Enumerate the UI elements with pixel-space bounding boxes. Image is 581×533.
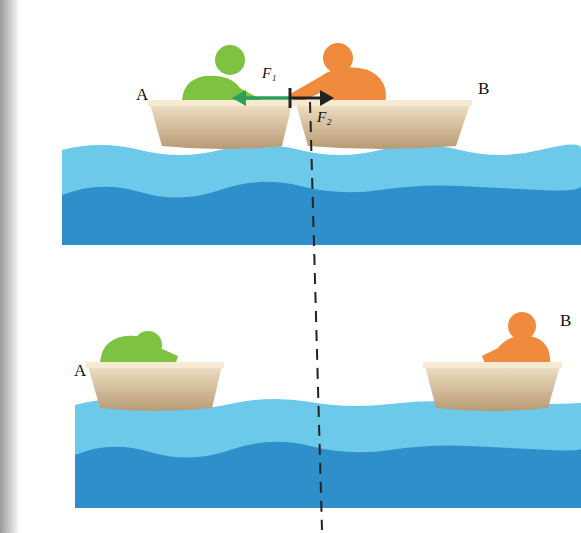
person-label: B (560, 312, 571, 329)
person-label: A (136, 86, 148, 103)
water-dark (75, 442, 581, 508)
force-arrows (232, 88, 334, 108)
person-b (482, 312, 550, 366)
person-b (290, 43, 386, 104)
boat-a (86, 362, 224, 411)
water-light (75, 399, 581, 508)
force-label: F₂ (317, 110, 331, 125)
reference-line (310, 102, 322, 530)
water-light (62, 144, 581, 245)
page-edge (0, 0, 20, 533)
boat-b (294, 100, 472, 149)
water-dark (62, 182, 581, 245)
boat-a (148, 100, 294, 149)
force-label: F₁ (262, 66, 276, 81)
person-label: B (478, 80, 489, 97)
person-label: A (74, 362, 86, 379)
boat-b (423, 362, 562, 411)
person-a (100, 331, 178, 366)
